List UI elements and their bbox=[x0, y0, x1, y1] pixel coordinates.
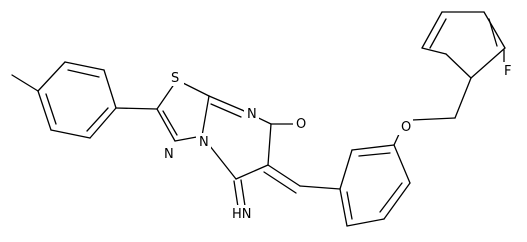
bond bbox=[37, 61, 66, 92]
bond bbox=[411, 117, 456, 121]
bond bbox=[86, 107, 109, 132]
oxygen-atom-label: O bbox=[296, 117, 306, 132]
atom-label-bg bbox=[230, 205, 256, 222]
imine-atom-label: HN bbox=[232, 207, 252, 222]
bond bbox=[299, 185, 341, 190]
sulfur-atom-label: S bbox=[171, 71, 179, 86]
bond bbox=[235, 164, 269, 180]
atom-label-bg bbox=[168, 69, 184, 86]
bond bbox=[393, 144, 411, 184]
bond bbox=[346, 218, 385, 227]
bond bbox=[421, 47, 447, 55]
bond bbox=[67, 69, 100, 78]
bond bbox=[339, 149, 353, 190]
bond bbox=[37, 90, 52, 131]
bond bbox=[233, 180, 239, 208]
bond bbox=[470, 47, 506, 79]
bond bbox=[263, 171, 297, 194]
bond bbox=[162, 110, 178, 136]
bond bbox=[351, 144, 395, 151]
bond bbox=[488, 18, 498, 47]
oxygen-atom-label: O bbox=[401, 120, 411, 135]
bond bbox=[208, 95, 243, 111]
bond bbox=[210, 103, 242, 118]
atom-label-bg bbox=[398, 118, 413, 135]
atom-labels: S N N N O O F HN bbox=[161, 62, 515, 222]
bond bbox=[346, 191, 353, 220]
nitrogen-atom-label: N bbox=[199, 135, 209, 150]
nitrogen-atom-label: N bbox=[247, 107, 257, 122]
bond bbox=[115, 107, 158, 110]
atom-label-bg bbox=[196, 133, 211, 150]
bond bbox=[50, 129, 91, 139]
bond bbox=[64, 61, 105, 71]
bond bbox=[421, 11, 443, 49]
atom-label-bg bbox=[502, 62, 515, 79]
bond bbox=[483, 11, 506, 49]
bond bbox=[45, 93, 57, 125]
atom-label-bg bbox=[293, 115, 308, 132]
bond bbox=[445, 53, 472, 79]
bond bbox=[156, 108, 176, 142]
bond bbox=[358, 152, 391, 157]
atom-label-bg bbox=[161, 145, 176, 162]
bond bbox=[240, 179, 246, 207]
nitrogen-atom-label: N bbox=[164, 147, 174, 162]
bond bbox=[339, 188, 348, 227]
fluorine-atom-label: F bbox=[504, 64, 511, 79]
bond bbox=[89, 107, 117, 139]
bond bbox=[103, 69, 117, 109]
bond bbox=[429, 18, 447, 49]
bond bbox=[267, 164, 301, 187]
bond bbox=[454, 77, 472, 119]
bond bbox=[267, 123, 272, 166]
bond bbox=[383, 182, 411, 220]
atom-label-bg bbox=[244, 105, 259, 122]
bond bbox=[201, 95, 210, 137]
bond bbox=[11, 74, 39, 92]
bond bbox=[379, 182, 403, 213]
